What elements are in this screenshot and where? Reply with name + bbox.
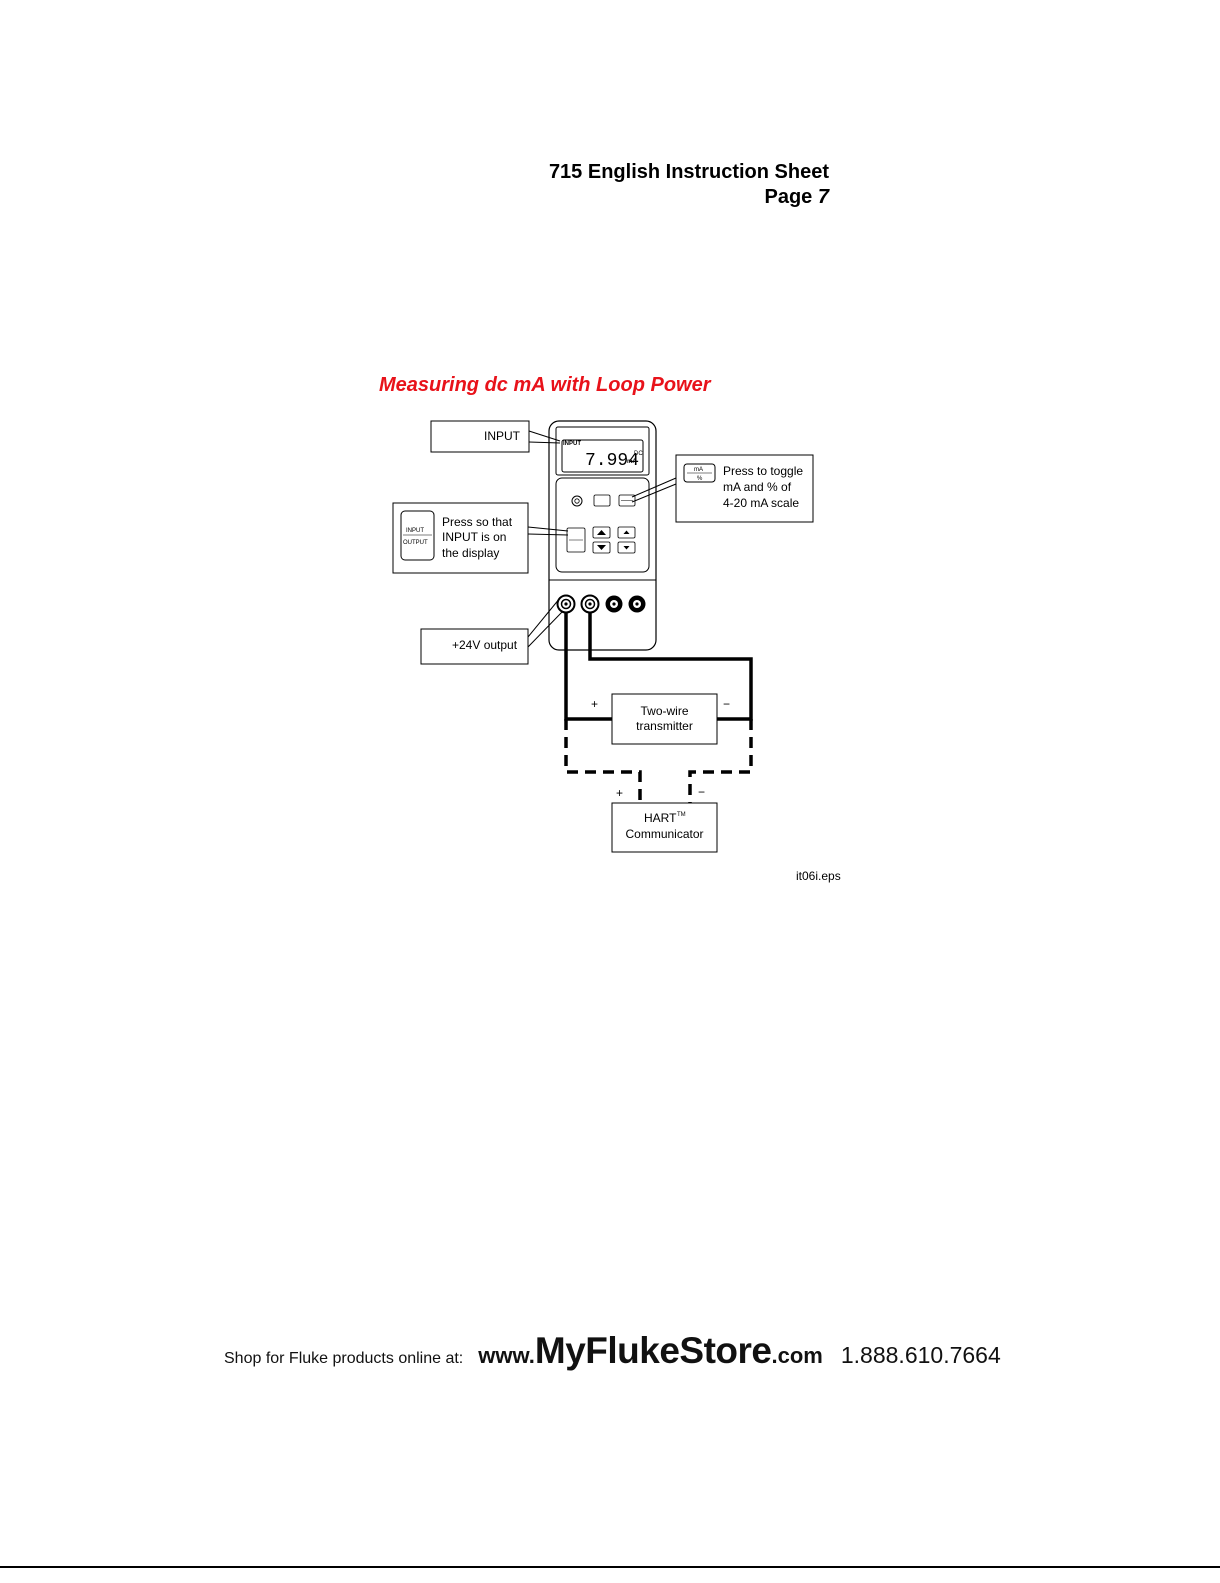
- power-button-icon: [571, 495, 583, 507]
- jack-24v: [556, 594, 576, 614]
- svg-text:Communicator: Communicator: [625, 827, 703, 841]
- svg-text:OUTPUT: OUTPUT: [403, 540, 428, 546]
- step-up-icon: [623, 530, 630, 534]
- svg-text:mA and % of: mA and % of: [723, 480, 792, 494]
- transmitter-minus: −: [723, 697, 730, 711]
- section-title: Measuring dc mA with Loop Power: [379, 374, 711, 396]
- display-unit: mA: [627, 459, 637, 465]
- jack-ma: [580, 594, 600, 614]
- step-down-icon: [623, 546, 630, 550]
- display-dc: DC: [634, 451, 643, 457]
- up-arrow-icon: [597, 530, 606, 535]
- hart-communicator: HART TM Communicator + −: [611, 785, 718, 853]
- svg-text:Two-wire: Two-wire: [640, 704, 688, 718]
- jack-3: [605, 595, 623, 613]
- svg-text:mA: mA: [694, 467, 703, 473]
- callout-input: INPUT: [430, 420, 561, 453]
- svg-text:+24V output: +24V output: [452, 638, 518, 652]
- transmitter-plus: +: [591, 697, 598, 711]
- store-footer: Shop for Fluke products online at: www.M…: [224, 1330, 1001, 1374]
- lcd-display: [561, 439, 644, 473]
- display-reading: 7.994: [585, 451, 639, 471]
- hart-wires: [564, 719, 753, 804]
- phone-number: 1.888.610.7664: [840, 1342, 1001, 1368]
- svg-text:Press to toggle: Press to toggle: [723, 464, 803, 478]
- display-input-indicator: INPUT: [563, 441, 581, 447]
- callout-input-output: INPUT OUTPUT Press so that INPUT is on t…: [392, 502, 569, 574]
- store-url[interactable]: www.MyFlukeStore.com: [478, 1330, 823, 1371]
- page-header: 715 English Instruction Sheet Page 7: [549, 160, 829, 210]
- two-wire-transmitter: Two-wire transmitter + −: [591, 693, 730, 745]
- figure-file-label: it06i.eps: [796, 869, 841, 883]
- svg-text:INPUT: INPUT: [406, 528, 424, 534]
- shop-text: Shop for Fluke products online at:: [224, 1350, 464, 1367]
- page-number: 7: [817, 186, 829, 208]
- meter-key-1: [593, 494, 611, 507]
- down-arrow-icon: [597, 545, 606, 550]
- callout-24v: +24V output: [420, 597, 564, 665]
- calibrator-meter: INPUT 7.994 mA DC: [548, 420, 657, 651]
- sheet-title: 715 English Instruction Sheet: [548, 161, 829, 183]
- jack-4: [628, 595, 646, 613]
- svg-text:INPUT is on: INPUT is on: [442, 530, 506, 544]
- page-indicator: Page 7: [549, 185, 830, 210]
- callout-ma-toggle: mA % Press to toggle mA and % of 4-20 mA…: [631, 454, 814, 523]
- svg-text:4-20 mA scale: 4-20 mA scale: [723, 496, 799, 510]
- hart-minus: −: [698, 785, 705, 799]
- svg-text:Press so that: Press so that: [442, 515, 513, 529]
- hart-plus: +: [616, 786, 623, 800]
- page-label: Page: [764, 186, 813, 208]
- svg-text:INPUT: INPUT: [484, 429, 521, 443]
- svg-text:HART: HART: [644, 811, 677, 825]
- svg-text:the display: the display: [442, 546, 499, 560]
- svg-text:TM: TM: [677, 812, 686, 818]
- bottom-divider: [0, 1566, 1220, 1568]
- svg-text:%: %: [697, 476, 703, 482]
- input-output-key-icon: [400, 510, 435, 561]
- svg-text:transmitter: transmitter: [636, 719, 693, 733]
